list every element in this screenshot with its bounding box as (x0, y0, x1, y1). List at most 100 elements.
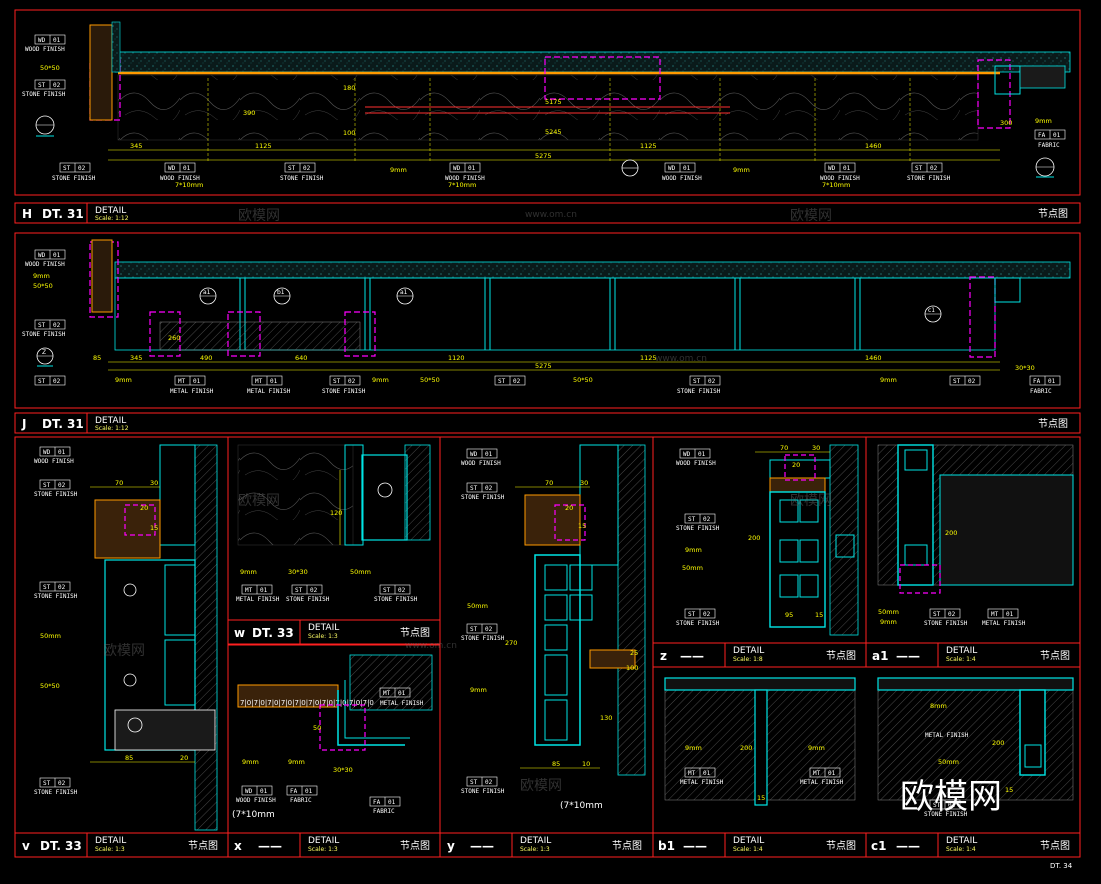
panel-z-wall (829, 444, 859, 636)
panel-j-note-50-2: 50*50 (573, 376, 593, 384)
svg-text:STONE FINISH: STONE FINISH (280, 175, 324, 182)
panel-h-dim-6: 1125 (640, 142, 657, 150)
panel-y: 70 30 20 15 270 130 85 10 100 25 50mm 9m… (439, 444, 654, 858)
svg-text:02: 02 (310, 587, 318, 594)
panel-j-note-30: 30*30 (1015, 364, 1035, 372)
panel-v-scale: Scale: 1:3 (95, 846, 125, 853)
panel-j-dim-4: 490 (200, 354, 212, 362)
panel-v-clip-icons (123, 583, 143, 733)
panel-x-note-7x10: (7*10mm (232, 810, 275, 820)
panel-z-dim-15: 15 (815, 611, 823, 619)
panel-h-dim-9: 390 (243, 109, 255, 117)
svg-text:01: 01 (1048, 378, 1056, 385)
panel-w-detail: DETAIL (308, 623, 339, 633)
panel-a1-stone (939, 474, 1074, 586)
svg-text:7*10mm: 7*10mm (448, 181, 476, 189)
panel-v: 70 30 20 15 85 20 50mm 50*50 WD 01 WOOD … (14, 444, 229, 858)
svg-text:ST: ST (38, 82, 46, 89)
panel-a1-magenta-box (899, 564, 941, 594)
svg-text:01: 01 (698, 451, 706, 458)
panel-x-scale: Scale: 1:3 (308, 846, 338, 853)
svg-text:7*10mm: 7*10mm (175, 181, 203, 189)
svg-text:01: 01 (1006, 611, 1014, 618)
panel-h-note-9mm-1: 9mm (390, 166, 407, 174)
panel-j-note-9mm-1: 9mm (115, 376, 132, 384)
panel-y-dim-130: 130 (600, 714, 612, 722)
svg-text:02: 02 (485, 485, 493, 492)
panel-j-title-bar: J DT. 31 DETAIL Scale: 1:12 节点图 (14, 412, 1081, 434)
panel-h-dim-4: 5245 (545, 128, 562, 136)
panel-z-detail: DETAIL (733, 646, 764, 656)
panel-v-letter: v (22, 839, 30, 853)
svg-text:FABRIC: FABRIC (373, 808, 395, 815)
panel-h-slab (114, 51, 1071, 73)
panel-c1-title-bar: c1 —— DETAIL Scale: 1:4 节点图 (865, 832, 1081, 858)
panel-b1-joint (754, 689, 768, 806)
panel-h-dim-7: 1460 (865, 142, 882, 150)
panel-y-dim-25: 25 (630, 649, 638, 657)
panel-a1-note-50mm: 50mm (878, 608, 899, 616)
panel-b1-letter: b1 (658, 839, 675, 853)
svg-text:WOOD FINISH: WOOD FINISH (25, 261, 65, 268)
svg-text:STONE FINISH: STONE FINISH (676, 620, 720, 627)
panel-z-dim-200: 200 (748, 534, 760, 542)
panel-j-code: DT. 31 (42, 417, 84, 431)
svg-text:ST: ST (333, 378, 341, 385)
panel-v-code: DT. 33 (40, 839, 82, 853)
svg-text:WD: WD (683, 451, 691, 458)
panel-j-letter: J (21, 417, 26, 431)
panel-y-frame (534, 554, 581, 746)
panel-j-frame (14, 232, 1081, 409)
panel-h-left-tag-2: ST 02 STONE FINISH (22, 79, 66, 98)
svg-text:WOOD FINISH: WOOD FINISH (34, 458, 74, 465)
svg-text:02: 02 (948, 802, 956, 809)
panel-w-scale: Scale: 1:3 (308, 633, 338, 640)
watermark-cn-2: 欧模网 (790, 208, 832, 224)
svg-text:WOOD FINISH: WOOD FINISH (461, 460, 501, 467)
watermark-url-2: www.om.cn (405, 641, 457, 651)
panel-b1-code: —— (683, 839, 707, 853)
panel-h-dim-8: 300 (1000, 119, 1012, 127)
panel-v-stone (159, 444, 196, 546)
svg-text:WOOD FINISH: WOOD FINISH (445, 175, 485, 182)
panel-y-wood (524, 494, 581, 546)
svg-text:a1: a1 (203, 289, 211, 296)
svg-text:WOOD FINISH: WOOD FINISH (25, 46, 65, 53)
panel-j-note-9mm-left: 9mm (33, 272, 50, 280)
svg-text:ST: ST (38, 378, 46, 385)
panel-x-tag-2: WD 01 WOOD FINISH (236, 785, 276, 804)
panel-a1-title-bar: a1 —— DETAIL Scale: 1:4 节点图 (865, 642, 1081, 668)
panel-j-scale: Scale: 1:12 (95, 425, 129, 432)
svg-text:b1: b1 (277, 289, 285, 296)
svg-text:STONE FINISH: STONE FINISH (34, 789, 78, 796)
panel-j-cn: 节点图 (1038, 418, 1068, 430)
svg-text:WD: WD (453, 165, 461, 172)
svg-text:ST: ST (38, 322, 46, 329)
svg-text:WD: WD (828, 165, 836, 172)
panel-x-title-bar: x —— DETAIL Scale: 1:3 节点图 (227, 832, 441, 858)
panel-h-tag-2: WD 01 WOOD FINISH 7*10mm (160, 162, 203, 189)
panel-z-tag-3: ST 02 STONE FINISH (676, 608, 720, 627)
svg-text:WD: WD (38, 37, 46, 44)
panel-h-left-wall (111, 21, 121, 73)
svg-text:STONE FINISH: STONE FINISH (374, 596, 418, 603)
panel-y-scale: Scale: 1:3 (520, 846, 550, 853)
svg-text:01: 01 (843, 165, 851, 172)
panel-h-code: DT. 31 (42, 207, 84, 221)
panel-b1-title-bar: b1 —— DETAIL Scale: 1:4 节点图 (652, 832, 867, 858)
svg-text:ST: ST (383, 587, 391, 594)
panel-w-cn: 节点图 (400, 627, 430, 639)
svg-text:METAL FINISH: METAL FINISH (800, 779, 844, 786)
panel-c1-note-50mm: 50mm (938, 758, 959, 766)
panel-h-right-tag: FA 01 FABRIC 9mm (1034, 117, 1066, 149)
panel-a1-letter: a1 (872, 649, 888, 663)
svg-text:WOOD FINISH: WOOD FINISH (676, 460, 716, 467)
panel-j-tag-5: ST 02 (494, 375, 526, 386)
panel-c1-box (1024, 744, 1042, 768)
panel-j-left-tag-2: ST 02 STONE FINISH (22, 319, 66, 338)
panel-y-dim-30: 30 (580, 479, 588, 487)
panel-j-note-9mm-3: 9mm (880, 376, 897, 384)
svg-text:Z: Z (42, 349, 46, 356)
panel-c1: 200 15 8mm METAL FINISH 50mm ST 02 STONE… (865, 677, 1081, 858)
panel-a1-column (897, 444, 934, 586)
